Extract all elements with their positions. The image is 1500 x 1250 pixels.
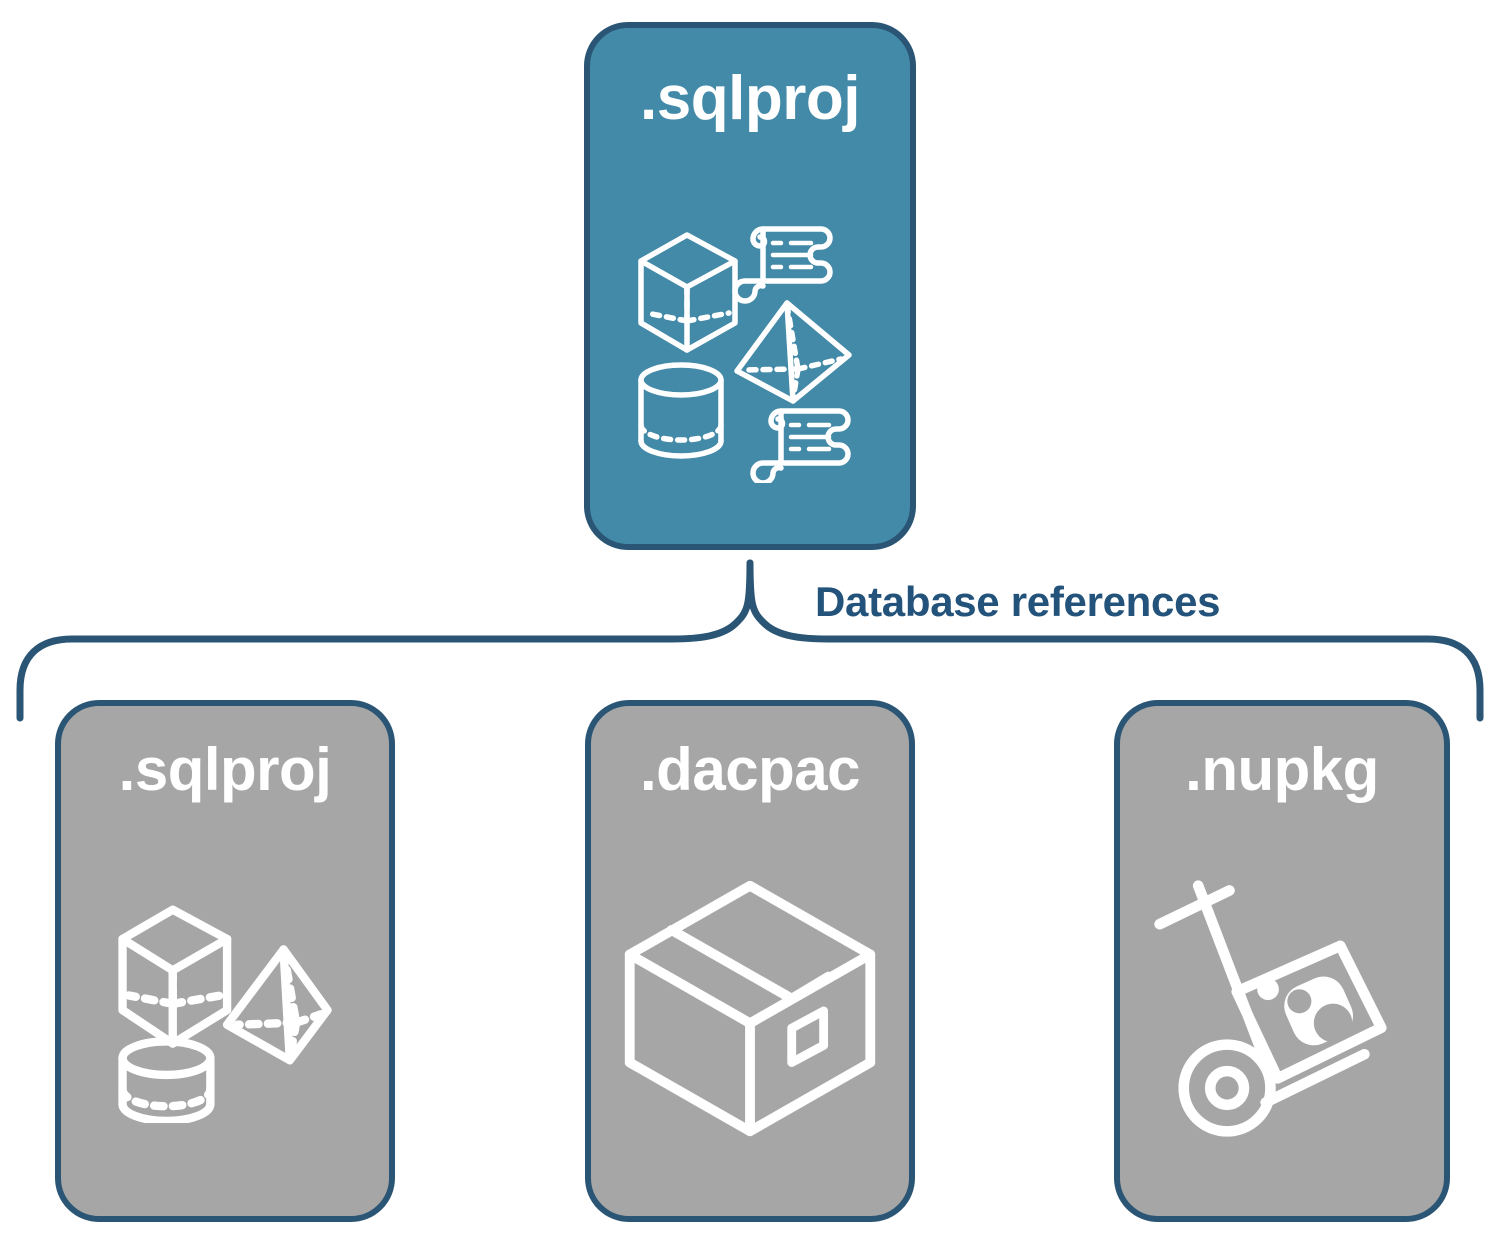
node-sqlproj-root-label: .sqlproj [640, 64, 860, 133]
sqlproj-reference-icon-group [61, 800, 389, 1216]
scroll-script-icon-bottom [750, 408, 851, 483]
shapes-icons-svg [118, 905, 332, 1123]
dacpac-icon-group [591, 800, 909, 1216]
nupkg-icon-group [1120, 800, 1444, 1216]
scroll-script-icon-top [732, 226, 833, 304]
node-dacpac[interactable]: .dacpac [585, 700, 915, 1222]
root-icons-svg [638, 226, 852, 483]
shipping-box-icon [624, 880, 876, 1136]
root-icon-group [590, 152, 910, 544]
node-sqlproj-root[interactable]: .sqlproj [584, 22, 916, 550]
cylinder-wireframe-icon [638, 362, 724, 459]
node-nupkg-label: .nupkg [1185, 736, 1379, 803]
cube-wireframe-icon [638, 232, 738, 353]
cylinder-wireframe-icon [118, 1037, 215, 1123]
node-sqlproj-reference[interactable]: .sqlproj [55, 700, 395, 1222]
node-nupkg[interactable]: .nupkg [1114, 700, 1450, 1222]
cube-wireframe-icon [118, 905, 232, 1048]
node-dacpac-label: .dacpac [640, 736, 860, 803]
nuget-logo-dots [1286, 988, 1352, 1042]
database-references-label: Database references [815, 578, 1221, 625]
pyramid-wireframe-icon [222, 945, 332, 1065]
hand-truck-package-icon [1153, 879, 1387, 1137]
node-sqlproj-reference-label: .sqlproj [118, 736, 332, 803]
pyramid-wireframe-icon [734, 300, 852, 404]
